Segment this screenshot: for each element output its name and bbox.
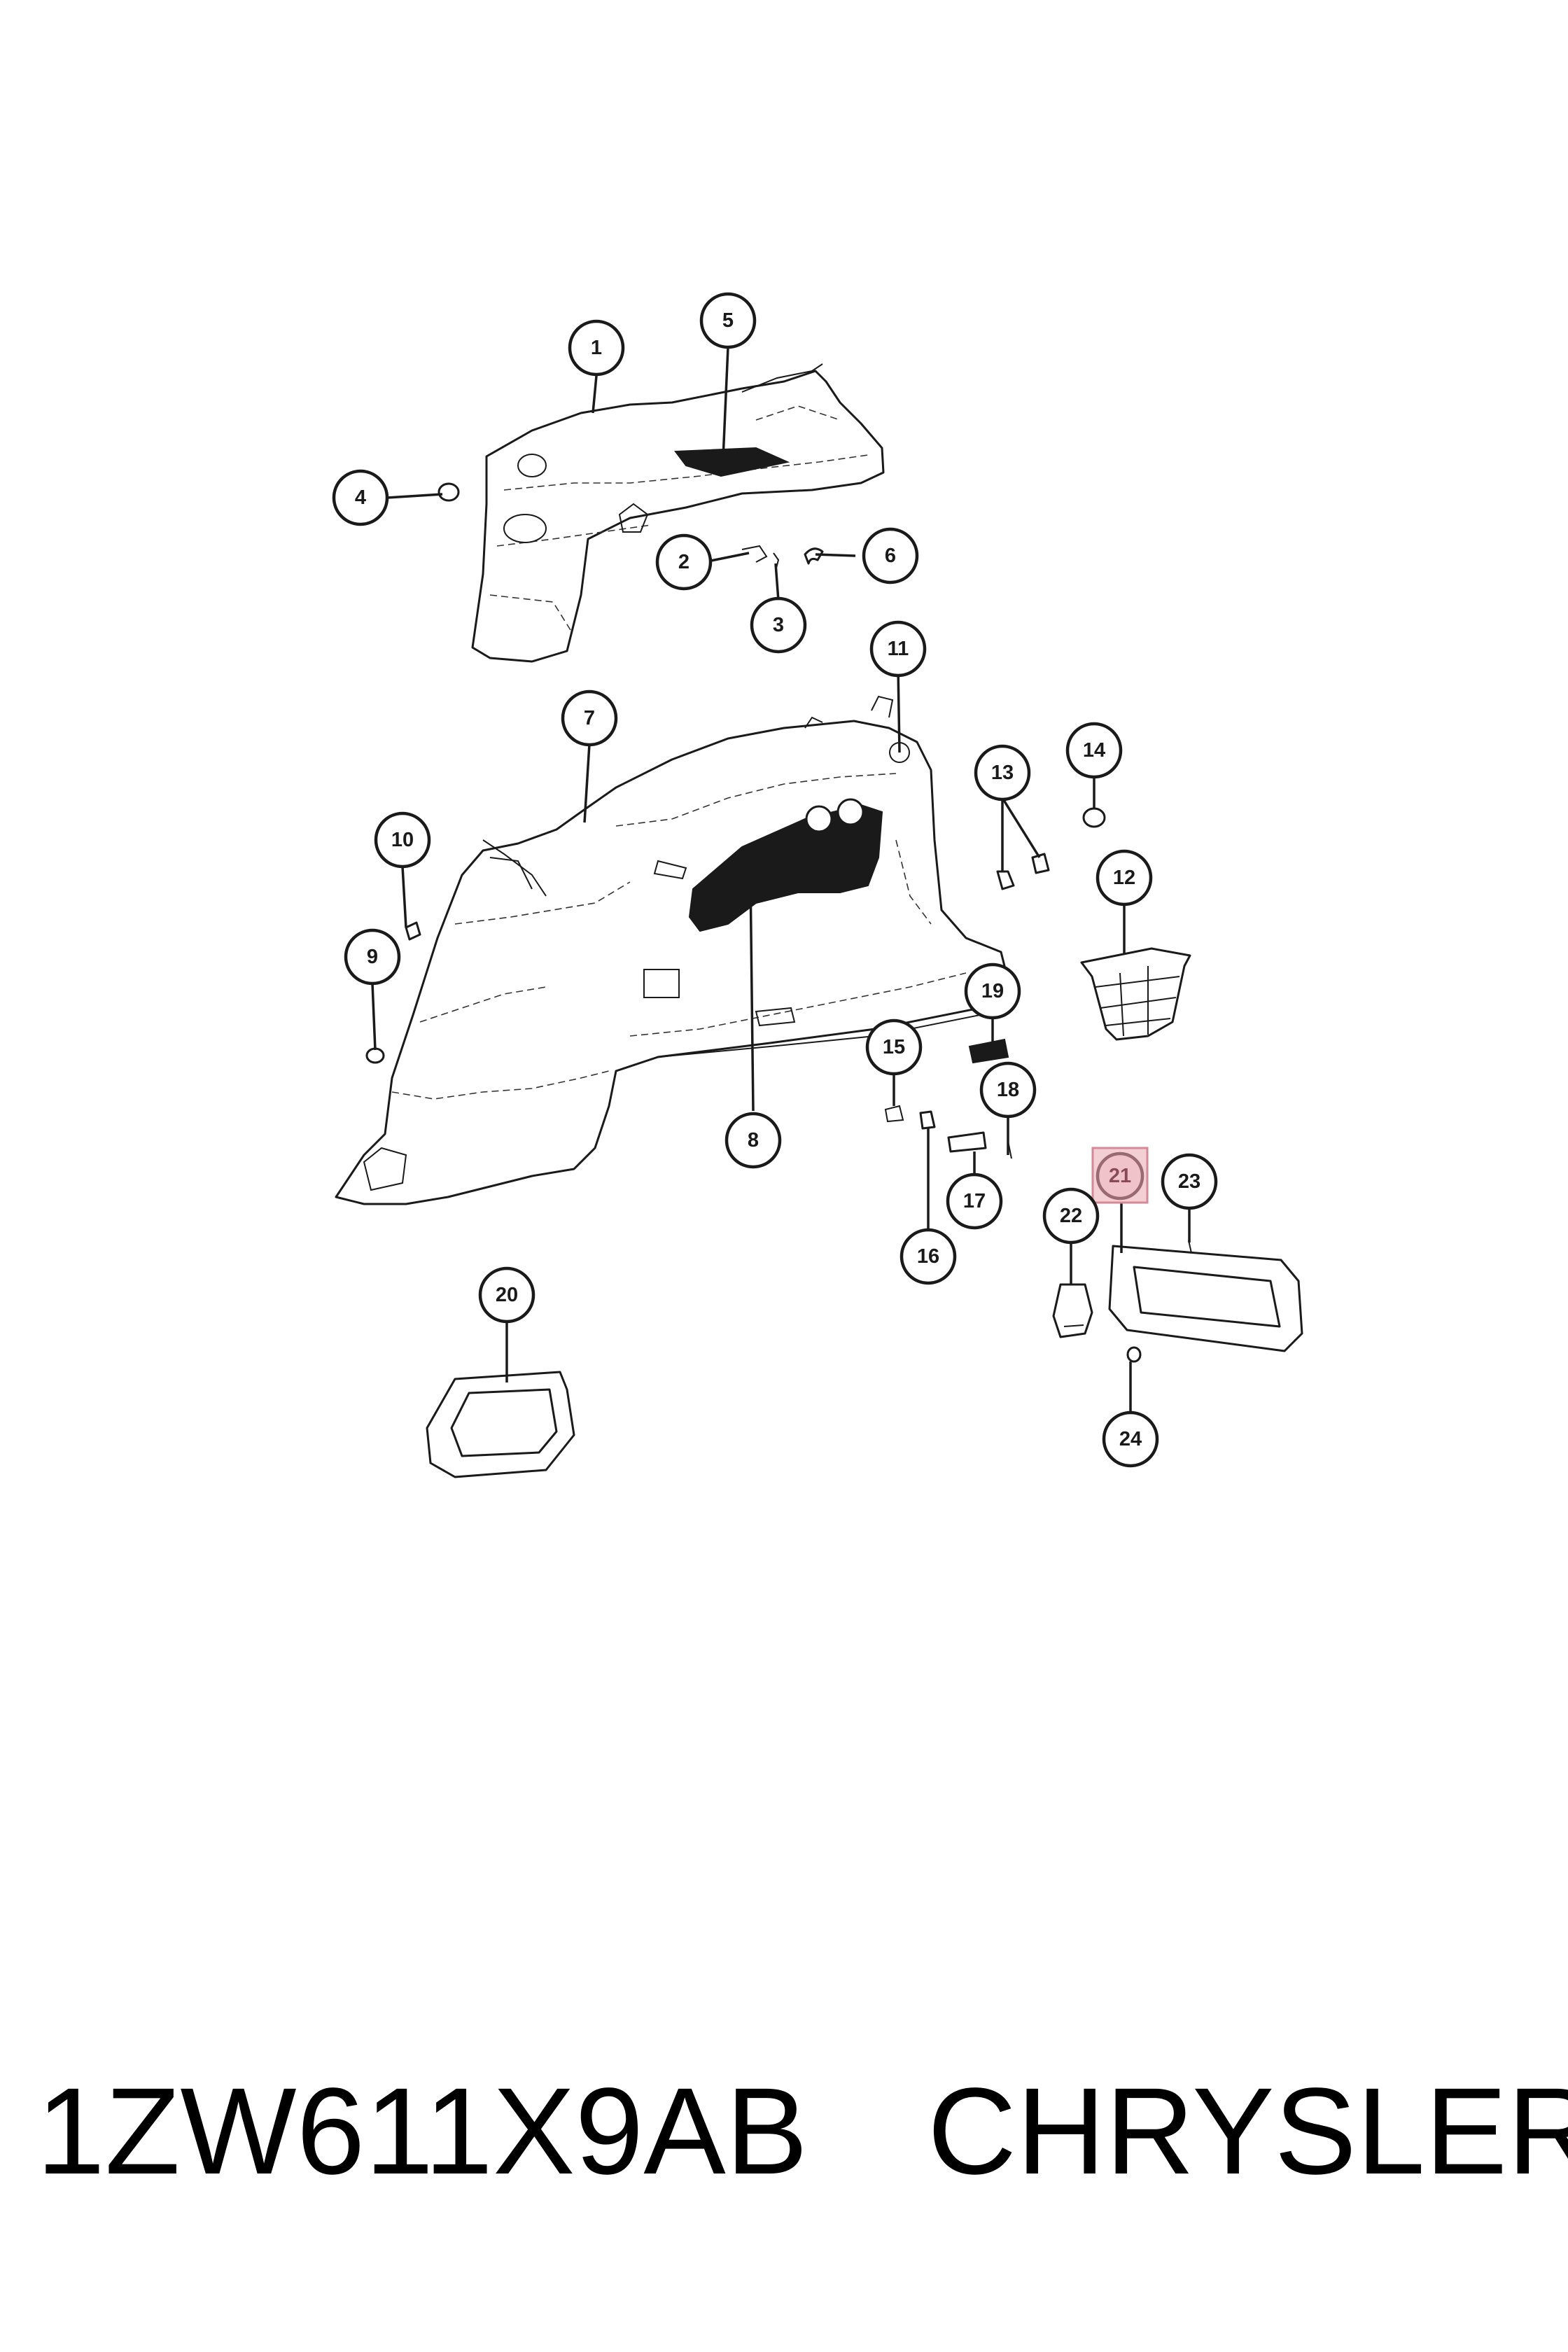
plug-14 bbox=[1082, 807, 1106, 828]
clip-16 bbox=[919, 1110, 936, 1130]
callout-6[interactable]: 6 bbox=[862, 527, 919, 584]
callout-label: 19 bbox=[981, 980, 1004, 1002]
callout-label: 21 bbox=[1109, 1165, 1131, 1187]
callout-14[interactable]: 14 bbox=[1065, 722, 1123, 779]
callout-15[interactable]: 15 bbox=[865, 1018, 923, 1076]
callout-label: 20 bbox=[496, 1284, 518, 1306]
clip-2 bbox=[741, 545, 768, 563]
callout-7[interactable]: 7 bbox=[561, 690, 618, 747]
fastener-9 bbox=[365, 1047, 385, 1064]
bracket-17 bbox=[947, 1131, 987, 1153]
plug-24 bbox=[1126, 1346, 1142, 1363]
callout-1[interactable]: 1 bbox=[568, 319, 625, 377]
callout-label: 2 bbox=[678, 551, 690, 573]
callout-label: 13 bbox=[991, 762, 1014, 784]
callout-11[interactable]: 11 bbox=[869, 620, 927, 678]
callout-label: 16 bbox=[917, 1245, 939, 1268]
callout-label: 15 bbox=[883, 1036, 905, 1058]
callout-19[interactable]: 19 bbox=[964, 962, 1021, 1020]
callout-18[interactable]: 18 bbox=[979, 1061, 1037, 1119]
callout-label: 17 bbox=[963, 1190, 986, 1212]
bezel-21 bbox=[1108, 1245, 1303, 1352]
callout-label: 9 bbox=[367, 946, 378, 968]
callout-23[interactable]: 23 bbox=[1161, 1153, 1218, 1210]
callout-13[interactable]: 13 bbox=[974, 744, 1031, 802]
callout-4[interactable]: 4 bbox=[332, 469, 389, 526]
callout-label: 11 bbox=[888, 638, 909, 660]
vent-19 bbox=[968, 1038, 1009, 1064]
callout-16[interactable]: 16 bbox=[899, 1228, 957, 1285]
callout-label: 14 bbox=[1083, 739, 1105, 762]
clip-15 bbox=[884, 1105, 904, 1123]
callout-5[interactable]: 5 bbox=[699, 292, 757, 349]
callout-2[interactable]: 2 bbox=[655, 533, 713, 591]
callout-12[interactable]: 12 bbox=[1096, 849, 1153, 906]
callout-label: 1 bbox=[591, 337, 602, 359]
callout-label: 4 bbox=[355, 486, 366, 509]
upper-quarter-trim-panel bbox=[471, 363, 885, 663]
callout-label: 10 bbox=[391, 829, 414, 851]
callout-3[interactable]: 3 bbox=[750, 596, 807, 654]
lower-quarter-trim-panel bbox=[335, 695, 1009, 1205]
bezel-22 bbox=[1052, 1283, 1093, 1338]
callout-label: 22 bbox=[1060, 1205, 1082, 1227]
callout-label: 18 bbox=[997, 1079, 1019, 1101]
cargo-basket bbox=[1080, 947, 1191, 1041]
callout-label: 7 bbox=[584, 707, 595, 729]
callout-10[interactable]: 10 bbox=[374, 811, 431, 869]
callout-21-highlighted[interactable]: 21 bbox=[1091, 1147, 1149, 1204]
clip-4 bbox=[438, 482, 460, 502]
part-number: 1ZW611X9AB bbox=[36, 2063, 808, 2200]
footer-caption: 1ZW611X9AB CHRYSLER bbox=[0, 2063, 1568, 2200]
brand-name: CHRYSLER bbox=[927, 2063, 1568, 2200]
callout-label: 5 bbox=[722, 309, 734, 332]
callout-label: 23 bbox=[1178, 1170, 1200, 1193]
callout-label: 12 bbox=[1113, 867, 1135, 889]
callout-label: 24 bbox=[1119, 1428, 1142, 1450]
clip-10 bbox=[405, 921, 421, 941]
callout-label: 6 bbox=[885, 545, 896, 567]
clip-6 bbox=[804, 547, 824, 565]
callout-label: 8 bbox=[748, 1129, 759, 1152]
bezel-20 bbox=[426, 1371, 575, 1478]
callout-24[interactable]: 24 bbox=[1102, 1410, 1159, 1468]
callout-label: 3 bbox=[773, 614, 784, 636]
callout-17[interactable]: 17 bbox=[946, 1172, 1003, 1230]
callout-9[interactable]: 9 bbox=[344, 928, 401, 986]
callout-8[interactable]: 8 bbox=[724, 1112, 782, 1169]
callout-22[interactable]: 22 bbox=[1042, 1187, 1100, 1245]
callout-20[interactable]: 20 bbox=[478, 1266, 536, 1324]
clip-13 bbox=[996, 853, 1050, 890]
